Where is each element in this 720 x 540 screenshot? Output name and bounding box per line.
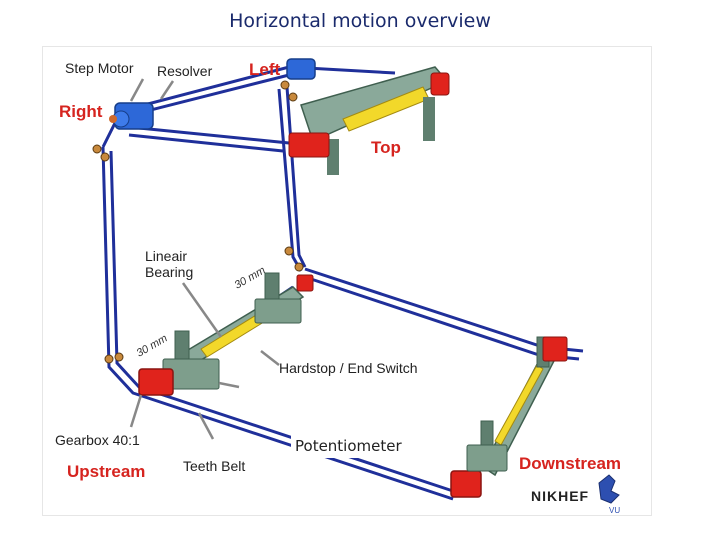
motion-diagram: Step Motor Resolver Left Right Top Linea… — [55, 58, 621, 515]
step-motor-right — [109, 102, 154, 130]
label-step-motor: Step Motor — [65, 60, 134, 76]
slide-title: Horizontal motion overview — [229, 10, 491, 32]
label-teeth-belt: Teeth Belt — [183, 458, 245, 474]
label-30mm-upper: 30 mm — [233, 264, 268, 291]
label-resolver: Resolver — [157, 63, 213, 79]
label-30mm-lower: 30 mm — [135, 332, 170, 359]
top-carriage — [288, 66, 450, 175]
vu-logo-text: VU — [609, 506, 620, 515]
diagram-frame: Step Motor Resolver Left Right Top Linea… — [42, 46, 652, 516]
label-upstream: Upstream — [67, 462, 145, 481]
label-left: Left — [249, 60, 281, 79]
vu-logo: VU — [598, 474, 620, 515]
label-gearbox: Gearbox 40:1 — [55, 432, 140, 448]
upstream-motor — [138, 368, 174, 396]
label-top: Top — [371, 138, 401, 157]
step-motor-left — [286, 58, 316, 80]
label-potentiometer: Potentiometer — [291, 434, 417, 458]
pointer-arrows — [129, 78, 280, 440]
label-right: Right — [59, 102, 103, 121]
pulleys — [92, 80, 304, 364]
label-downstream: Downstream — [519, 454, 621, 473]
label-bearing: Bearing — [145, 264, 193, 280]
label-lineair: Lineair — [145, 248, 187, 264]
downstream-carriage — [450, 336, 568, 498]
nikhef-logo-text: NIKHEF — [531, 488, 589, 504]
label-hardstop: Hardstop / End Switch — [279, 360, 418, 376]
middle-carriage — [162, 272, 314, 390]
nikhef-logo: NIKHEF — [531, 488, 589, 504]
